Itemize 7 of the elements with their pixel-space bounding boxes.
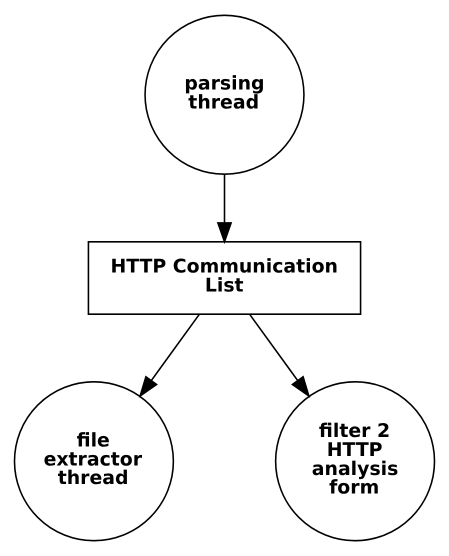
node-circle: filter 2 HTTP analysis form (274, 381, 436, 542)
node-circle: parsing thread (144, 14, 305, 175)
node-circle: file extractor thread (14, 381, 174, 542)
node-box: HTTP Communication List (88, 241, 362, 315)
arrow (138, 314, 200, 398)
arrow (216, 174, 232, 244)
arrow (249, 314, 310, 398)
